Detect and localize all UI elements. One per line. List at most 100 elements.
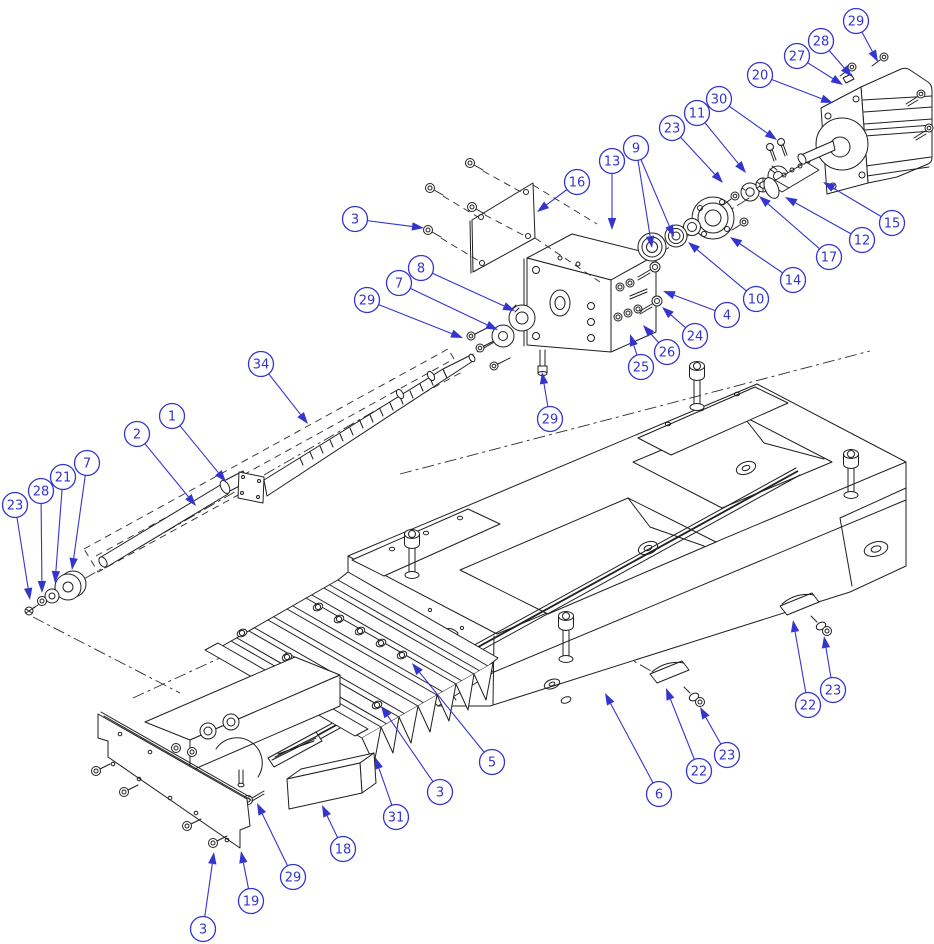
leader-arrowhead bbox=[239, 851, 248, 864]
callout-number: 15 bbox=[884, 217, 901, 232]
leader-line bbox=[861, 31, 873, 52]
callout-3: 3 bbox=[189, 852, 217, 943]
bellows bbox=[204, 571, 499, 765]
callout-balloon bbox=[49, 463, 77, 491]
callout-balloon bbox=[653, 338, 681, 366]
callout-number: 34 bbox=[253, 358, 270, 373]
callout-17: 17 bbox=[759, 196, 843, 271]
leader-arrowhead bbox=[411, 222, 424, 231]
callout-number: 5 bbox=[488, 756, 496, 771]
callout-balloon bbox=[563, 168, 591, 196]
callout-15: 15 bbox=[823, 182, 906, 237]
leader-line bbox=[387, 715, 434, 783]
socket-screw bbox=[843, 449, 859, 499]
terminal-block bbox=[842, 73, 855, 84]
callout-2: 2 bbox=[123, 420, 196, 506]
callout-balloon bbox=[842, 7, 870, 35]
callout-19: 19 bbox=[237, 851, 265, 915]
callout-balloon bbox=[353, 286, 381, 314]
leader-line bbox=[55, 489, 63, 572]
vertical-screw bbox=[537, 349, 548, 376]
callout-balloon bbox=[783, 42, 811, 70]
leader-line bbox=[728, 105, 768, 134]
base-screws bbox=[404, 361, 859, 663]
leader-arrowhead bbox=[840, 65, 852, 77]
callout-balloon bbox=[622, 134, 650, 162]
callout-5: 5 bbox=[412, 663, 506, 776]
leader-line bbox=[261, 813, 289, 867]
leader-line bbox=[367, 220, 413, 227]
clamp-handle bbox=[649, 660, 705, 707]
callout-balloon bbox=[385, 269, 413, 297]
callout-balloon bbox=[645, 780, 673, 808]
callout-balloon bbox=[158, 402, 186, 430]
callout-balloon bbox=[848, 226, 876, 254]
callout-balloon bbox=[713, 301, 741, 329]
leader-line bbox=[378, 768, 393, 806]
callout-23: 23 bbox=[819, 636, 847, 704]
callout-balloon bbox=[683, 99, 711, 127]
rail-clamps bbox=[649, 592, 832, 707]
callout-number: 3 bbox=[351, 213, 359, 228]
leader-line bbox=[410, 287, 488, 326]
callout-29: 29 bbox=[257, 803, 307, 891]
callout-balloon bbox=[815, 243, 843, 271]
callout-12: 12 bbox=[785, 197, 876, 254]
leader-arrowhead bbox=[185, 494, 196, 506]
leader-arrowhead bbox=[662, 307, 674, 319]
callout-29: 29 bbox=[842, 7, 878, 62]
leader-line bbox=[378, 304, 453, 335]
callout-number: 24 bbox=[687, 330, 704, 345]
leader-arrowhead bbox=[820, 94, 833, 103]
leader-arrowhead bbox=[663, 291, 676, 300]
callout-number: 22 bbox=[800, 699, 817, 714]
callout-25: 25 bbox=[627, 334, 655, 381]
leader-line bbox=[767, 203, 820, 250]
callout-29: 29 bbox=[353, 286, 463, 338]
callout-balloon bbox=[329, 835, 357, 863]
callout-number: 13 bbox=[604, 155, 621, 170]
callout-balloon bbox=[685, 757, 713, 785]
callout-23: 23 bbox=[658, 114, 723, 183]
leader-arrowhead bbox=[450, 329, 463, 338]
leader-arrowhead bbox=[830, 75, 843, 85]
callout-balloon bbox=[705, 85, 733, 113]
callout-balloon bbox=[1, 491, 29, 519]
leader-arrowhead bbox=[643, 325, 655, 337]
leader-arrowhead bbox=[69, 557, 78, 570]
callout-balloon bbox=[123, 420, 151, 448]
callout-number: 28 bbox=[813, 35, 830, 50]
socket-screw bbox=[689, 361, 705, 411]
callout-26: 26 bbox=[643, 325, 681, 366]
base-pocket bbox=[459, 497, 717, 615]
callout-7: 7 bbox=[69, 449, 101, 570]
leader-line bbox=[680, 136, 716, 175]
leader-arrowhead bbox=[215, 470, 226, 482]
housing-screws bbox=[613, 261, 663, 322]
callout-number: 28 bbox=[33, 485, 50, 500]
mounting-tab bbox=[351, 508, 501, 577]
callout-31: 31 bbox=[375, 757, 410, 831]
leader-arrowhead bbox=[821, 636, 831, 649]
callout-number: 29 bbox=[848, 15, 865, 30]
locknut bbox=[740, 182, 760, 202]
leader-arrowhead bbox=[375, 757, 383, 770]
leader-arrowhead bbox=[412, 663, 423, 675]
leader-arrowhead bbox=[730, 237, 743, 248]
callout-number: 21 bbox=[55, 471, 72, 486]
callout-number: 3 bbox=[436, 786, 444, 801]
leader-arrowhead bbox=[381, 706, 392, 719]
leader-line bbox=[650, 333, 660, 344]
leader-arrowhead bbox=[735, 161, 746, 173]
leader-line bbox=[795, 202, 852, 235]
leader-arrowhead bbox=[502, 302, 515, 311]
lead-screw-assembly bbox=[98, 353, 476, 569]
callout-balloon bbox=[742, 285, 770, 313]
stepper-motor bbox=[797, 52, 934, 195]
callout-balloon bbox=[627, 353, 655, 381]
mounting-tab bbox=[637, 386, 789, 456]
callout-number: 25 bbox=[633, 361, 650, 376]
leader-arrowhead bbox=[539, 372, 549, 385]
thrust-collar bbox=[508, 304, 536, 332]
callout-23: 23 bbox=[700, 707, 741, 769]
